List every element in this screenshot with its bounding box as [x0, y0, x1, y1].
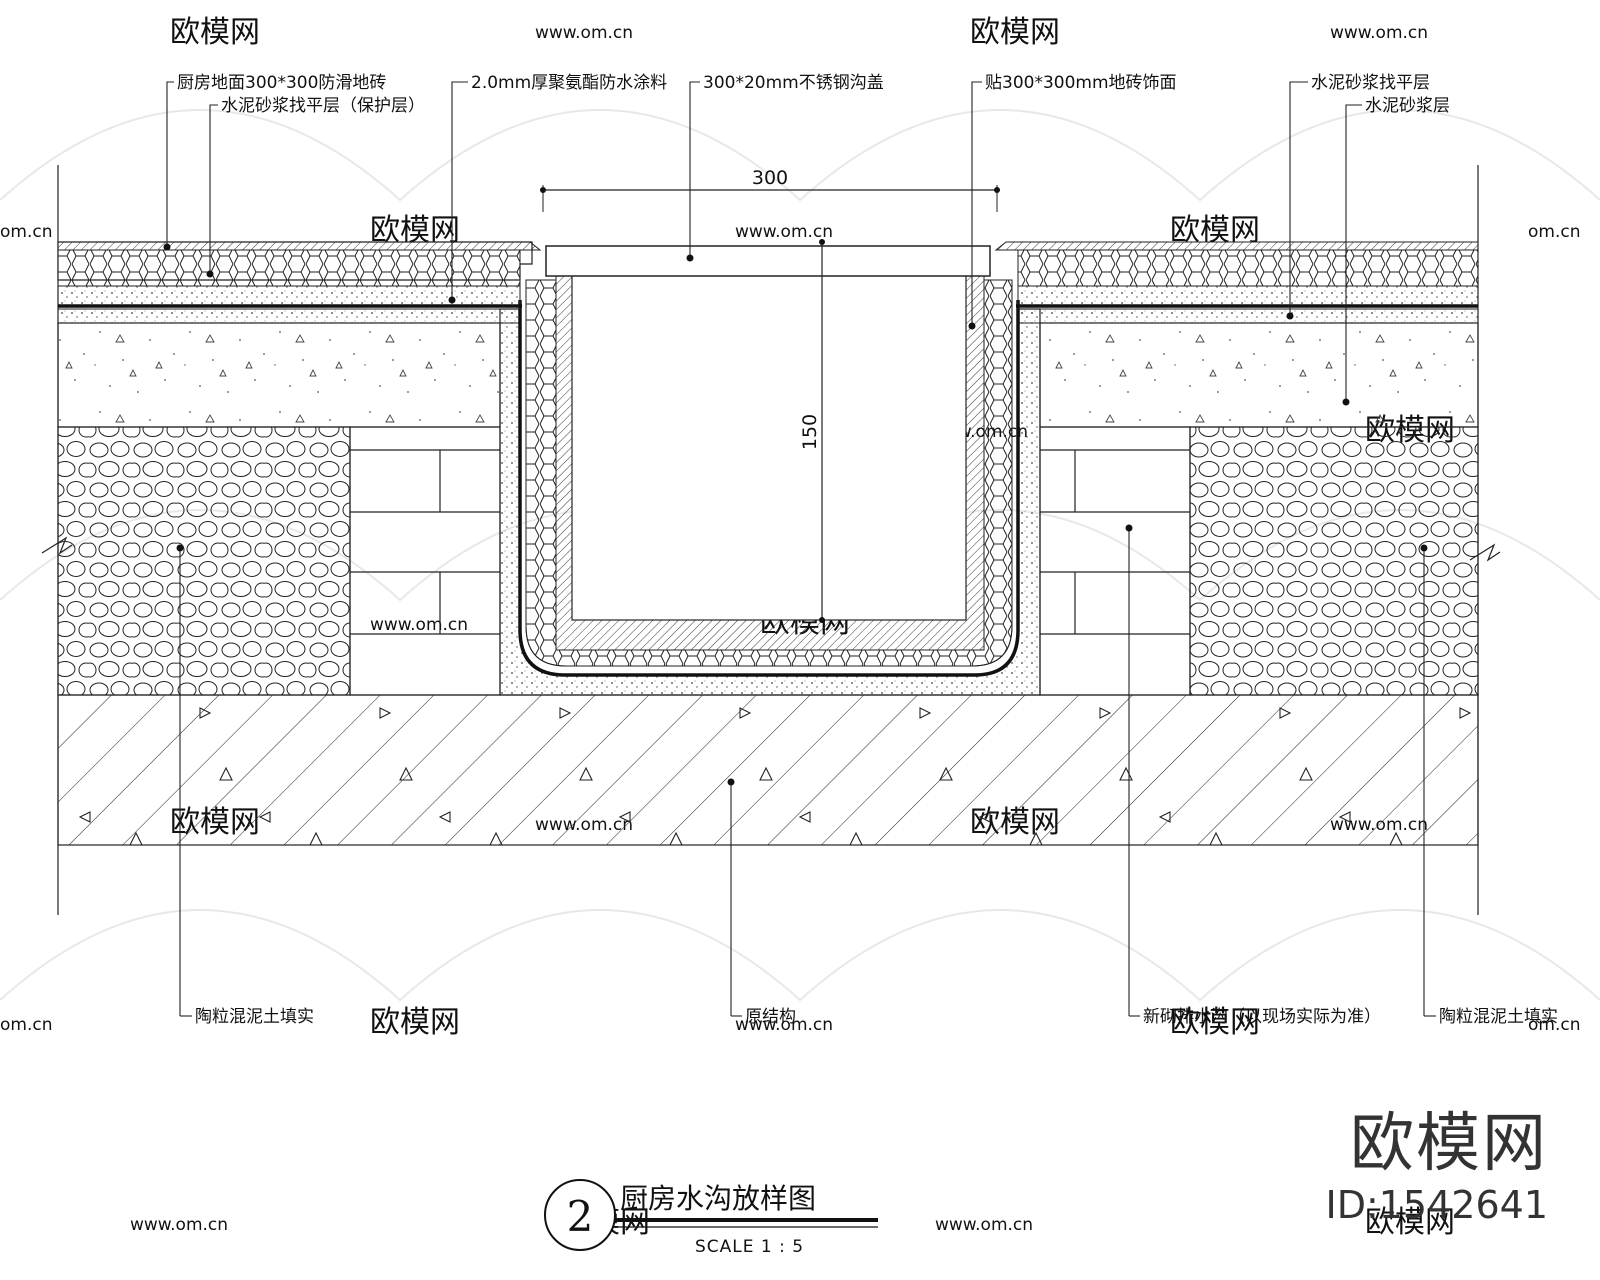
- watermark-url: www.om.cn: [735, 1015, 833, 1035]
- label-leveling-layer: 水泥砂浆找平层: [1311, 73, 1430, 93]
- watermark-url: www.om.cn: [935, 1215, 1033, 1235]
- watermark-brand: 欧模网: [170, 15, 260, 50]
- watermark-brand: 欧模网: [970, 15, 1060, 50]
- brick-wall-right: [1039, 426, 1191, 696]
- watermark-brand: 欧模网: [1365, 1205, 1455, 1240]
- label-leveling-protection-layer: 水泥砂浆找平层（保护层）: [221, 96, 425, 116]
- drawing-scale: SCALE 1 : 5: [695, 1237, 804, 1257]
- label-original-structure: 原结构: [745, 1007, 796, 1027]
- watermark-brand: 欧模网: [1170, 1005, 1260, 1040]
- dimension-depth: 150: [799, 239, 825, 623]
- drain-trough: [499, 274, 1041, 696]
- dimension-width: 300: [540, 167, 1000, 212]
- leader-dots: [163, 243, 1428, 786]
- dimension-width-value: 300: [752, 167, 788, 189]
- label-new-drain: 新砌排水沟（以现场实际为准）: [1143, 1007, 1381, 1027]
- watermark-url: www.om.cn: [370, 615, 468, 635]
- floor-tile-layer: [57, 241, 1479, 310]
- cement-mortar-layer: [57, 322, 1479, 428]
- drawing-title-block: 2 厨房水沟放样图 SCALE 1 : 5: [544, 1179, 878, 1257]
- leader-lines: [166, 81, 1436, 1017]
- watermark-url: om.cn: [1528, 1015, 1581, 1035]
- watermark-url: www.om.cn: [535, 23, 633, 43]
- label-tile-finish: 贴300*300mm地砖饰面: [985, 73, 1177, 93]
- watermark-url: www.om.cn: [130, 1215, 228, 1235]
- watermark-url: www.om.cn: [1330, 23, 1428, 43]
- watermark-id: ID:1542641: [1325, 1183, 1548, 1227]
- ceramsite-fill: [57, 426, 1479, 696]
- watermark-url: om.cn: [1528, 222, 1581, 242]
- watermark-logo-name: 欧模网: [1350, 1107, 1548, 1181]
- drawing-number: 2: [567, 1192, 594, 1241]
- drawing-title: 厨房水沟放样图: [620, 1182, 816, 1215]
- label-ceramsite-fill-right: 陶粒混泥土填实: [1439, 1007, 1558, 1027]
- watermark-url: om.cn: [0, 1015, 53, 1035]
- label-anti-slip-floor-tile: 厨房地面300*300防滑地砖: [177, 73, 386, 93]
- stainless-steel-cover: [545, 245, 991, 277]
- brick-wall-left: [349, 426, 501, 696]
- watermark-url: www.om.cn: [735, 222, 833, 242]
- watermark-logo: 欧模网 ID:1542641: [1325, 1112, 1548, 1224]
- structure-slab: [57, 694, 1479, 846]
- dimension-depth-value: 150: [799, 414, 821, 450]
- watermark-url: om.cn: [0, 222, 53, 242]
- label-cement-mortar-layer: 水泥砂浆层: [1365, 96, 1450, 116]
- label-ceramsite-fill-left: 陶粒混泥土填实: [195, 1007, 314, 1027]
- leveling-layer: [57, 308, 1479, 324]
- annotation-labels: 厨房地面300*300防滑地砖 水泥砂浆找平层（保护层） 2.0mm厚聚氨酯防水…: [177, 73, 1558, 1027]
- label-polyurethane-waterproof-coating: 2.0mm厚聚氨酯防水涂料: [471, 73, 667, 93]
- label-stainless-steel-cover: 300*20mm不锈钢沟盖: [703, 73, 884, 93]
- watermark-brand: 欧模网: [370, 1005, 460, 1040]
